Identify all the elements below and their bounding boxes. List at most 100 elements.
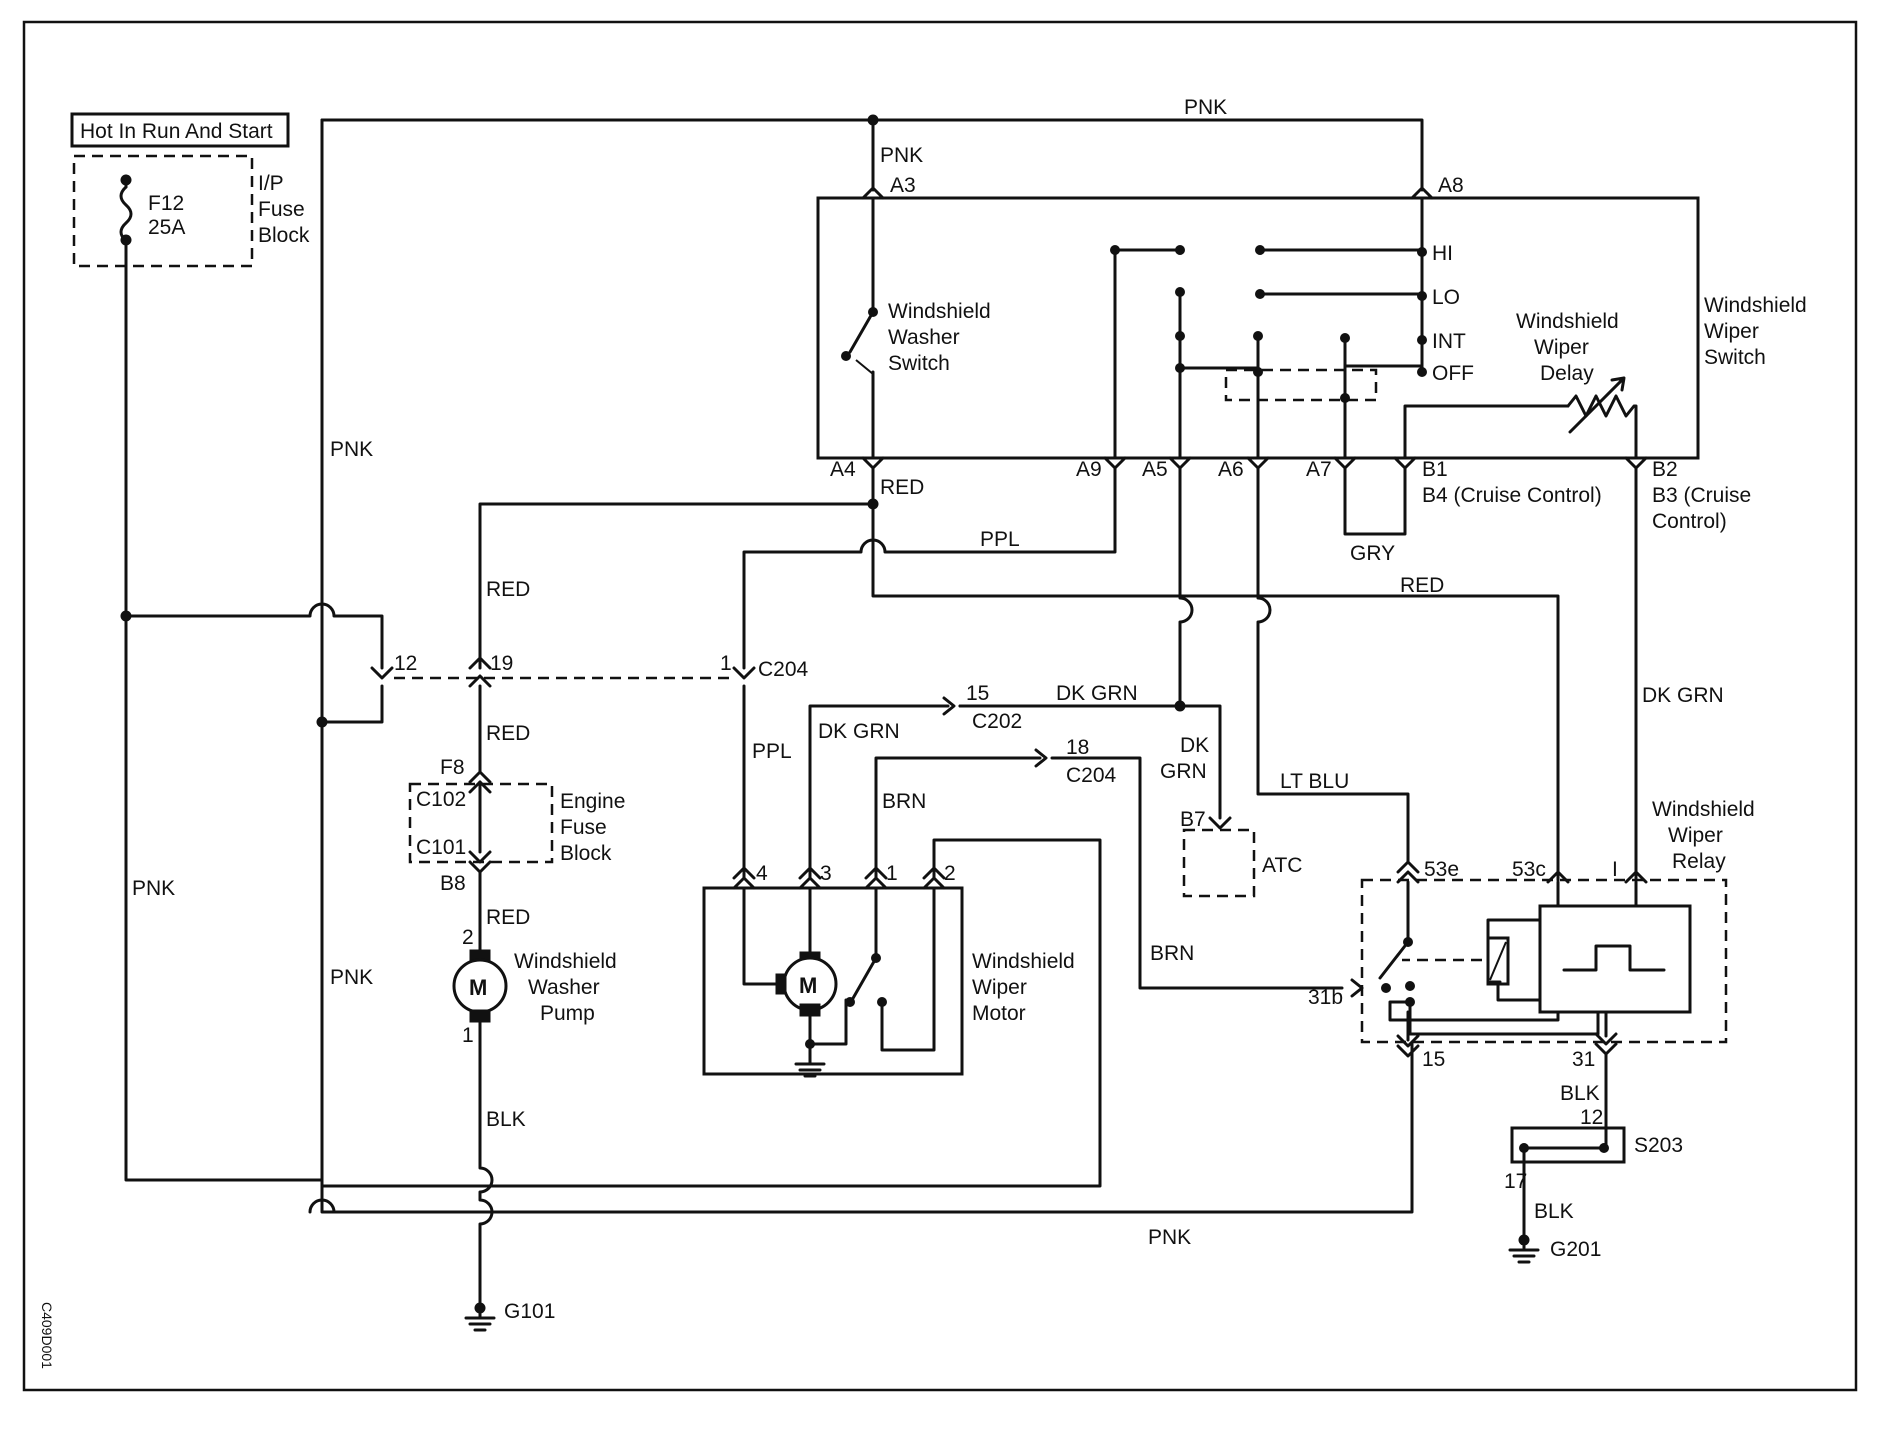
red-relay-label: RED [1400,574,1444,597]
motor-pin-3: 3 [820,862,832,885]
pin-a8: A8 [1438,174,1464,197]
pnk-circuits: PNK PNK PNK PNK PNK PNK [120,96,1424,1249]
red-f8-label: RED [486,722,530,745]
pin-b1: B1 [1422,458,1448,481]
ppl-a9-label: PPL [980,528,1020,551]
g201-ground-icon [1508,1248,1540,1264]
pin-18: 18 [1066,736,1089,759]
windshield-wiper-motor: PPL 15 C202 DK GRN 18 C204 BRN BRN 4 3 1… [320,682,1344,1188]
ground-splice: 12 S203 17 BLK G201 [1504,1106,1683,1264]
b8-label: B8 [440,872,466,895]
hot-in-run-start-label: Hot In Run And Start [80,120,273,143]
pnk-left-low-label: PNK [330,966,373,989]
pump-pin-1: 1 [462,1024,474,1047]
pnk-bottom-label: PNK [1148,1226,1191,1249]
brn-motor-label: BRN [882,790,926,813]
fuse-f12-rating: 25A [148,216,185,239]
relay-53e: 53e [1424,858,1459,881]
motor-pin-4: 4 [756,862,768,885]
wiper-motor-ground-icon [794,1062,826,1078]
f8-label: F8 [440,756,465,779]
c101-label: C101 [416,836,466,859]
relay-31: 31 [1572,1048,1595,1071]
red-19-label: RED [486,578,530,601]
c202-label: C202 [972,710,1022,733]
switch-lo: LO [1432,286,1460,309]
pnk-a3-label: PNK [880,144,923,167]
atc-label: ATC [1262,854,1302,877]
c102-label: C102 [416,788,466,811]
gry-label: GRY [1350,542,1395,565]
inline-connector-row: 12 19 1 C204 [370,652,809,688]
pin-17: 17 [1504,1170,1527,1193]
pin-a7: A7 [1306,458,1332,481]
c204-top-label: C204 [758,658,809,681]
pump-pin-2: 2 [462,926,474,949]
pin-b7: B7 [1180,808,1206,831]
pnk-left-mid-label: PNK [330,438,373,461]
pin-19: 19 [490,652,513,675]
g101-label: G101 [504,1300,555,1323]
red-b8-label: RED [486,906,530,929]
figure-code: C409D001 [39,1302,55,1369]
washer-pump-motor-symbol: M [469,975,487,1000]
pin-a3: A3 [890,174,916,197]
switch-mechanical-link [1224,368,1378,402]
b4-note: B4 (Cruise Control) [1422,484,1602,507]
pin-15-c202: 15 [966,682,989,705]
brn-relay-label: BRN [1150,942,1194,965]
switch-output-wires: GRY RED RED RED PPL DK GRN LT BLU DK GRN… [478,466,1724,898]
pin-a6: A6 [1218,458,1244,481]
dk-grn-relay-label: DK GRN [1642,684,1724,707]
ppl-motor-label: PPL [752,740,792,763]
relay-i: I [1612,858,1618,881]
pin-12: 12 [394,652,417,675]
s203-splice-box [1510,1126,1626,1164]
hot-in-run-start-box [70,112,290,148]
pin-b2: B2 [1652,458,1678,481]
switch-off: OFF [1432,362,1474,385]
switch-hi: HI [1432,242,1453,265]
c204-mid-label: C204 [1066,764,1117,787]
motor-pin-2: 2 [944,862,956,885]
pin-a9: A9 [1076,458,1102,481]
wiper-motor-housing [702,886,964,1076]
relay-timer-module [1538,904,1692,1014]
pin-1-c204: 1 [720,652,732,675]
diagram-frame [22,20,1858,1392]
wiper-motor-symbol: M [799,973,817,998]
wiper-delay-resistor-icon [1566,394,1638,460]
wiper-relay-outline [1360,878,1728,1044]
relay-53c: 53c [1512,858,1546,881]
blk-pump-label: BLK [486,1108,526,1131]
relay-pulse-icon [1562,944,1666,972]
pin-a5: A5 [1142,458,1168,481]
blk-31-label: BLK [1560,1082,1600,1105]
pin-12-s203: 12 [1580,1106,1603,1129]
fuse-f12-label: F12 [148,192,184,215]
g101-ground-icon [464,1316,496,1332]
dk-grn-c202-label: DK GRN [1056,682,1138,705]
g201-label: G201 [1550,1238,1601,1261]
pin-a4: A4 [830,458,856,481]
motor-pin-1: 1 [886,862,898,885]
switch-int: INT [1432,330,1466,353]
blk-g201-label: BLK [1534,1200,1574,1223]
pnk-top-label: PNK [1184,96,1227,119]
atc-module-outline [1182,828,1256,898]
